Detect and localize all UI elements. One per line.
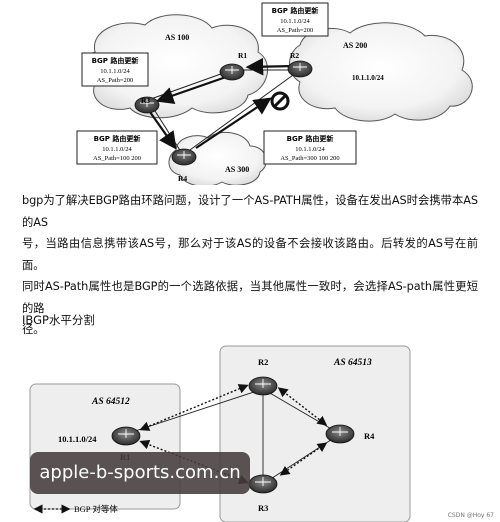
svg-text:10.1.1.0/24: 10.1.1.0/24: [280, 18, 310, 25]
update-box-top: BGP 路由更新 10.1.1.0/24 AS_Path=200: [261, 2, 329, 37]
update-box-left: BGP 路由更新 10.1.1.0/24 AS_Path=200: [81, 52, 149, 87]
watermark-banner: apple-b-sports.com.cn: [30, 452, 250, 494]
svg-text:AS_Path=200: AS_Path=200: [97, 77, 134, 84]
svg-text:AS_Path=200: AS_Path=200: [277, 27, 314, 34]
svg-text:10.1.1.0/24: 10.1.1.0/24: [100, 68, 130, 75]
as200-cloud: [289, 22, 473, 122]
svg-text:BGP 路由更新: BGP 路由更新: [272, 6, 319, 15]
router-r1: [219, 63, 245, 81]
r2-label: R2: [290, 51, 299, 60]
update-box-bottom-left: BGP 路由更新 10.1.1.0/24 AS_Path=100 200: [76, 130, 158, 165]
as100-cloud: [82, 14, 268, 119]
svg-text:AS_Path=300 100 200: AS_Path=300 100 200: [280, 155, 339, 162]
router-r2: [248, 376, 278, 396]
prefix-label: 10.1.1.0/24: [58, 434, 97, 444]
arrow-r4-to-r2: [195, 97, 272, 149]
peer-r1-r2: [139, 384, 249, 431]
as64513-area: [219, 345, 411, 522]
bgp-as-path-diagram: AS 100 AS 200 10.1.1.0/24 AS 300 R1 R2 R…: [76, 2, 473, 185]
update-box-bottom-right: BGP 路由更新 10.1.1.0/24 AS_Path=300 100 200: [263, 130, 357, 165]
as64512-label: AS 64512: [91, 397, 130, 407]
paragraph-line-3: 同时AS-Path属性也是BGP的一个选路依据，当其他属性一致时，会选择AS-p…: [22, 280, 478, 315]
r1-label: R1: [238, 51, 247, 60]
section-heading: IBGP水平分割: [22, 313, 95, 327]
r3-label: R3: [141, 96, 150, 105]
r2-label: R2: [258, 357, 268, 367]
peer-r2-r4: [277, 387, 328, 426]
as64513-label: AS 64513: [333, 358, 372, 368]
blocked-icon: [270, 91, 290, 111]
legend: BGP 对等体: [33, 504, 118, 514]
as-path-explanation: bgp为了解决EBGP路由环路问题，设计了一个AS-PATH属性，设备在发出AS…: [22, 190, 478, 341]
csdn-credit: CSDN @Hoy 67: [447, 512, 494, 519]
legend-label: BGP 对等体: [74, 504, 118, 514]
arrow-r1-to-r3: [155, 75, 227, 104]
svg-text:BGP 路由更新: BGP 路由更新: [287, 134, 334, 143]
r3-label: R3: [258, 503, 268, 513]
router-r1: [111, 426, 141, 446]
paragraph-line-2: 号，当路由信息携带该AS号，那么对于该AS的设备不会接收该路由。后转发的AS号在…: [22, 237, 478, 272]
as100-label: AS 100: [165, 33, 189, 42]
svg-text:10.1.1.0/24: 10.1.1.0/24: [102, 146, 132, 153]
paragraph-line-1: bgp为了解决EBGP路由环路问题，设计了一个AS-PATH属性，设备在发出AS…: [22, 194, 478, 229]
paragraph-line-4: 径。: [22, 323, 45, 336]
router-r3: [134, 96, 160, 114]
svg-text:AS_Path=100 200: AS_Path=100 200: [93, 155, 141, 162]
svg-text:BGP 路由更新: BGP 路由更新: [92, 56, 139, 65]
router-r3: [248, 474, 278, 494]
link-r4-r2: [182, 69, 301, 156]
svg-text:BGP 路由更新: BGP 路由更新: [94, 134, 141, 143]
as300-label: AS 300: [225, 165, 249, 174]
as300-cloud: [168, 131, 267, 185]
r4-label: R4: [178, 174, 187, 183]
r4-label: R4: [364, 431, 375, 441]
router-r4: [325, 424, 355, 444]
arrow-r3-to-r4: [149, 111, 177, 150]
as200-label: AS 200: [343, 41, 367, 50]
router-r4: [171, 148, 197, 166]
svg-text:10.1.1.0/24: 10.1.1.0/24: [295, 146, 325, 153]
peer-r4-r3: [279, 442, 328, 476]
as200-prefix: 10.1.1.0/24: [352, 74, 384, 82]
arrow-r2-to-r1: [245, 57, 296, 76]
router-r2: [287, 60, 313, 78]
